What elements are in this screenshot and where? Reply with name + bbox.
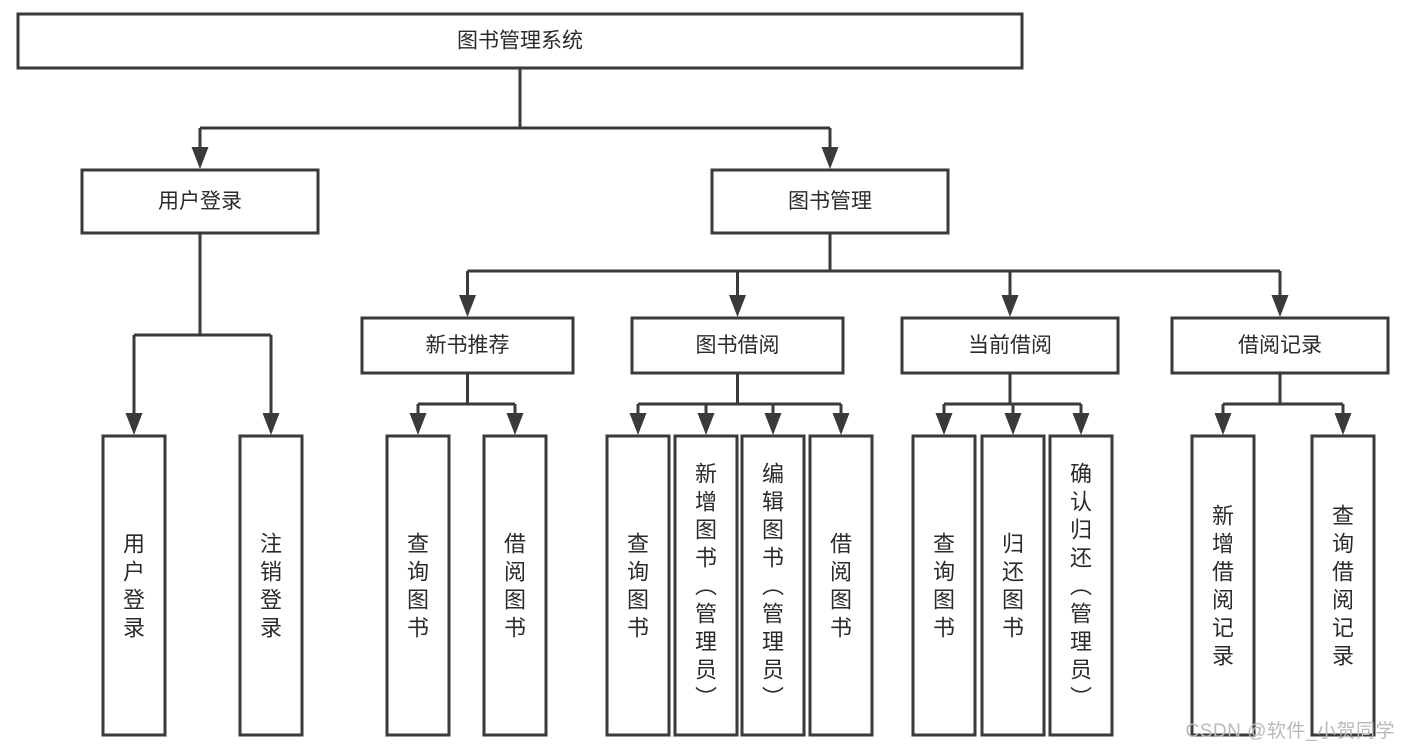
arrow-head-icon — [697, 413, 715, 435]
arrow-head-icon — [629, 413, 647, 435]
connector-group-l2_book_mgmt — [459, 233, 1289, 317]
arrow-head-icon — [729, 295, 746, 317]
node-label: 新书推荐 — [426, 334, 510, 357]
node-l3-borrow-record[interactable]: 借阅记录 — [1170, 316, 1390, 375]
node-leaf-add-record[interactable]: 新增借阅记录 — [1190, 434, 1256, 737]
node-box[interactable] — [16, 12, 1024, 70]
node-label: 编辑图书︵管理员︶ — [762, 461, 784, 710]
arrow-head-icon — [191, 147, 209, 169]
node-leaf-query-book-1[interactable]: 查询图书 — [385, 434, 451, 737]
node-label: 查询图书 — [627, 531, 649, 640]
node-label: 借阅图书 — [504, 531, 526, 640]
node-label: 用户登录 — [123, 531, 145, 640]
arrow-head-icon — [832, 413, 850, 435]
node-root[interactable]: 图书管理系统 — [16, 12, 1024, 70]
arrow-head-icon — [459, 295, 476, 317]
connector-group-l3_current_borrow — [935, 373, 1090, 435]
node-box[interactable] — [605, 434, 671, 737]
node-label: 用户登录 — [158, 190, 242, 213]
node-box[interactable] — [740, 434, 806, 737]
node-label: 新增图书︵管理员︶ — [695, 461, 717, 710]
arrow-head-icon — [1271, 295, 1289, 317]
arrow-head-icon — [409, 413, 427, 435]
arrow-head-icon — [1334, 413, 1352, 435]
node-leaf-edit-book[interactable]: 编辑图书︵管理员︶ — [740, 434, 806, 737]
node-leaf-borrow-book-2[interactable]: 借阅图书 — [808, 434, 874, 737]
arrow-head-icon — [506, 413, 524, 435]
node-label: 注销登录 — [260, 531, 282, 640]
node-box[interactable] — [80, 168, 320, 235]
node-label: 查询图书 — [933, 531, 955, 640]
node-box[interactable] — [360, 316, 575, 375]
node-label: 当前借阅 — [968, 334, 1052, 357]
node-box[interactable] — [1190, 434, 1256, 737]
node-l2-book-mgmt[interactable]: 图书管理 — [710, 168, 950, 235]
node-leaf-user-login[interactable]: 用户登录 — [101, 434, 167, 737]
arrow-head-icon — [1072, 413, 1090, 435]
node-label: 新增借阅记录 — [1212, 503, 1234, 668]
arrow-head-icon — [935, 413, 953, 435]
node-leaf-query-book-3[interactable]: 查询图书 — [911, 434, 977, 737]
edge-layer — [125, 68, 1352, 435]
arrow-head-icon — [1004, 413, 1022, 435]
arrow-head-icon — [1214, 413, 1232, 435]
node-leaf-add-book[interactable]: 新增图书︵管理员︶ — [673, 434, 739, 737]
node-label: 图书管理 — [788, 190, 872, 213]
node-box[interactable] — [673, 434, 739, 737]
node-label: 图书借阅 — [696, 334, 780, 357]
node-box[interactable] — [1310, 434, 1376, 737]
arrow-head-icon — [1001, 295, 1019, 317]
node-leaf-logout[interactable]: 注销登录 — [238, 434, 304, 737]
node-label: 借阅图书 — [830, 531, 852, 640]
connector-group-l3_borrow_record — [1214, 373, 1352, 435]
node-label: 图书管理系统 — [457, 30, 583, 53]
node-label: 确认归还︵管理员︶ — [1070, 461, 1092, 710]
arrow-head-icon — [821, 147, 839, 169]
node-box[interactable] — [1170, 316, 1390, 375]
node-leaf-query-record[interactable]: 查询借阅记录 — [1310, 434, 1376, 737]
node-label: 归还图书 — [1002, 531, 1024, 640]
node-leaf-borrow-book-1[interactable]: 借阅图书 — [482, 434, 548, 737]
connector-group-root — [191, 68, 839, 169]
arrow-head-icon — [764, 413, 782, 435]
node-box[interactable] — [238, 434, 304, 737]
node-label: 查询图书 — [407, 531, 429, 640]
connector-group-l3_book_borrow — [629, 373, 850, 435]
node-l2-user-login[interactable]: 用户登录 — [80, 168, 320, 235]
node-box[interactable] — [710, 168, 950, 235]
node-box[interactable] — [385, 434, 451, 737]
node-leaf-return-book[interactable]: 归还图书 — [980, 434, 1046, 737]
node-layer: 图书管理系统用户登录图书管理新书推荐图书借阅当前借阅借阅记录用户登录注销登录查询… — [16, 12, 1390, 737]
node-box[interactable] — [482, 434, 548, 737]
connector-group-l3_new_book_rec — [409, 373, 524, 435]
node-label: 查询借阅记录 — [1332, 503, 1354, 668]
node-box[interactable] — [1048, 434, 1114, 737]
node-l3-book-borrow[interactable]: 图书借阅 — [630, 316, 845, 375]
node-box[interactable] — [808, 434, 874, 737]
connector-group-l2_user_login — [125, 233, 280, 435]
arrow-head-icon — [125, 413, 143, 435]
node-box[interactable] — [980, 434, 1046, 737]
node-label: 借阅记录 — [1238, 334, 1322, 357]
arrow-head-icon — [262, 413, 280, 435]
node-l3-new-book-rec[interactable]: 新书推荐 — [360, 316, 575, 375]
node-box[interactable] — [101, 434, 167, 737]
node-leaf-confirm-return[interactable]: 确认归还︵管理员︶ — [1048, 434, 1114, 737]
node-box[interactable] — [900, 316, 1120, 375]
node-box[interactable] — [911, 434, 977, 737]
node-box[interactable] — [630, 316, 845, 375]
node-leaf-query-book-2[interactable]: 查询图书 — [605, 434, 671, 737]
node-l3-current-borrow[interactable]: 当前借阅 — [900, 316, 1120, 375]
